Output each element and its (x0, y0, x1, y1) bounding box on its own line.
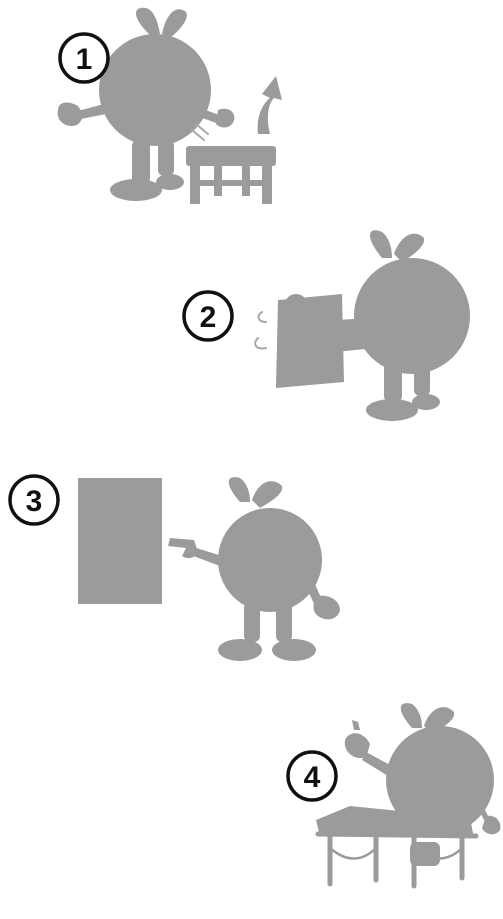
step-3-number: 3 (26, 485, 43, 518)
step-1-number: 1 (76, 43, 93, 76)
step-3-illustration (78, 477, 340, 661)
step-4-number: 4 (304, 761, 321, 794)
step-1-badge: 1 (60, 34, 108, 82)
step-2-number: 2 (200, 301, 217, 334)
step-3-badge: 3 (10, 476, 58, 524)
step-2-badge: 2 (184, 292, 232, 340)
step-4-badge: 4 (288, 752, 336, 800)
step-2-illustration (255, 230, 470, 421)
step-4-illustration (316, 703, 500, 886)
